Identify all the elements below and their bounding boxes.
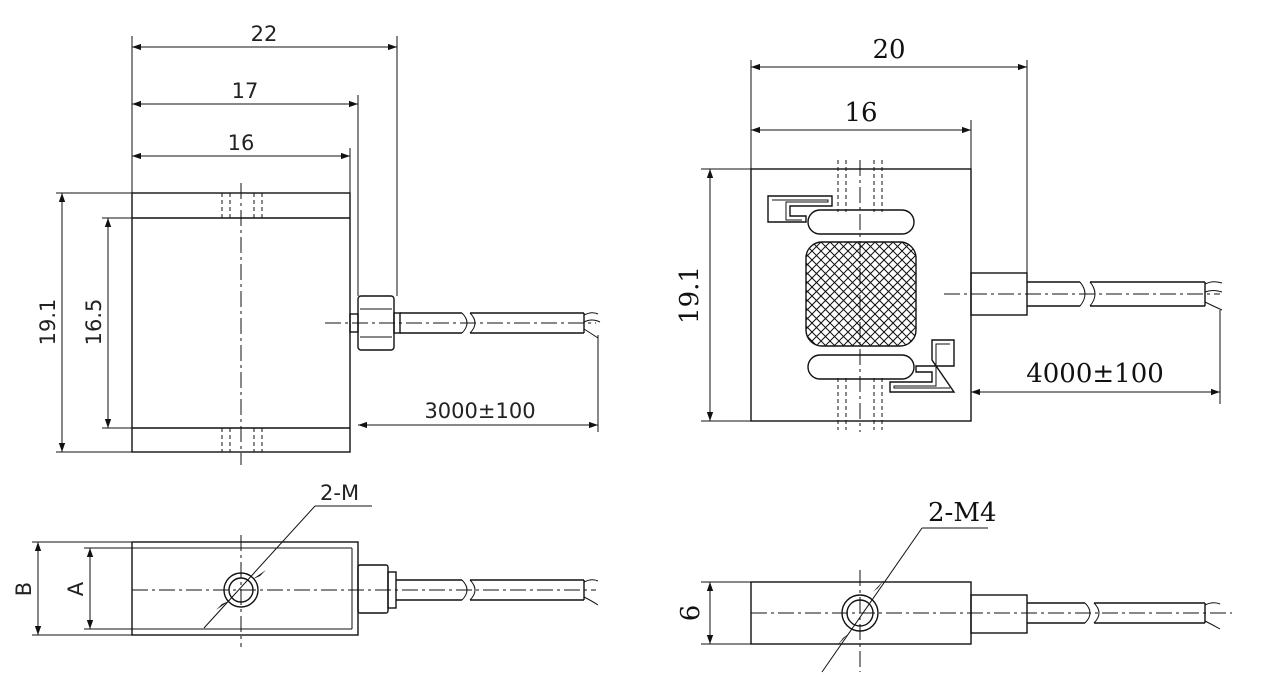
left-dim-3000: 3000±100	[424, 399, 535, 423]
right-side-view: 2-M4 6	[676, 498, 1232, 673]
left-dim-19-1: 19.1	[36, 299, 60, 346]
left-thread-label: 2-M	[320, 481, 359, 505]
left-dim-17: 17	[232, 79, 259, 103]
right-dim-4000: 4000±100	[1026, 359, 1164, 389]
left-side-view: 2-M B A	[12, 481, 599, 647]
left-dim-A: A	[64, 581, 88, 596]
right-dim-19-1: 19.1	[675, 266, 705, 324]
strain-gauge	[806, 242, 916, 346]
left-cable	[325, 312, 601, 339]
left-dim-16-5: 16.5	[82, 299, 106, 346]
left-front-view: 22 17 16 19.1 16.5 3000±100	[36, 22, 601, 465]
right-thread-label: 2-M4	[928, 498, 997, 528]
right-dim-16: 16	[844, 98, 877, 128]
left-dim-22: 22	[251, 22, 278, 46]
right-dim-6: 6	[676, 605, 706, 622]
right-front-view: 20 16 19.1 4000±100	[675, 35, 1223, 432]
left-dim-16: 16	[228, 131, 255, 155]
right-dim-20: 20	[872, 35, 905, 65]
left-side-body	[131, 541, 359, 636]
left-dim-B: B	[12, 582, 36, 596]
right-sensor-body	[750, 168, 972, 422]
